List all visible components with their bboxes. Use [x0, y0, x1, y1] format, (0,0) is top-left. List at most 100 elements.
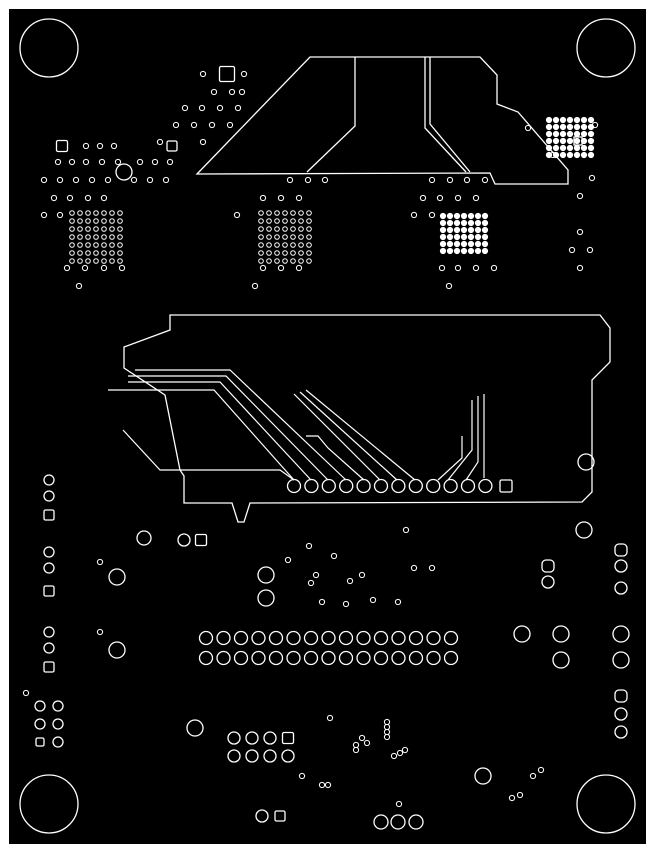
connector-pad: [427, 480, 440, 493]
via: [307, 211, 312, 216]
via-array: [468, 248, 473, 253]
via: [94, 251, 99, 256]
via: [163, 177, 168, 182]
via: [347, 578, 352, 583]
via-array: [553, 124, 558, 129]
via: [278, 195, 283, 200]
pad: [44, 643, 54, 653]
mounting-hole: [577, 775, 635, 833]
via: [308, 580, 313, 585]
via: [429, 177, 434, 182]
via-array: [588, 131, 593, 136]
via: [105, 177, 110, 182]
via: [291, 235, 296, 240]
pad: [44, 627, 54, 637]
header-pin: [235, 652, 248, 665]
header-pin: [287, 632, 300, 645]
via-array: [447, 220, 452, 225]
via-array: [440, 220, 445, 225]
via: [260, 195, 265, 200]
traces: [108, 370, 484, 480]
via-array: [454, 241, 459, 246]
via: [313, 572, 318, 577]
via: [102, 227, 107, 232]
pad: [391, 815, 405, 829]
via: [83, 143, 88, 148]
pad: [615, 708, 627, 720]
via: [57, 212, 62, 217]
via: [299, 211, 304, 216]
via: [395, 599, 400, 604]
pad: [137, 531, 151, 545]
pad: [44, 547, 54, 557]
via: [110, 243, 115, 248]
via: [364, 740, 369, 745]
via: [275, 227, 280, 232]
via: [275, 259, 280, 264]
via-array: [475, 241, 480, 246]
header-pin: [305, 632, 318, 645]
via: [94, 227, 99, 232]
pad: [53, 719, 63, 729]
via-array: [454, 213, 459, 218]
via: [283, 219, 288, 224]
via: [67, 195, 72, 200]
via: [299, 243, 304, 248]
pad: [35, 719, 45, 729]
via: [403, 527, 408, 532]
via: [115, 159, 120, 164]
via: [76, 283, 81, 288]
via: [110, 211, 115, 216]
via: [260, 265, 265, 270]
via: [473, 195, 478, 200]
via: [70, 219, 75, 224]
via: [252, 283, 257, 288]
square-pad: [36, 738, 44, 746]
via-array: [482, 234, 487, 239]
via-array: [546, 124, 551, 129]
pad: [542, 576, 554, 588]
top-pour-split-right-2: [430, 57, 470, 172]
via: [299, 773, 304, 778]
via: [319, 599, 324, 604]
via-array: [475, 213, 480, 218]
via-array: [475, 234, 480, 239]
via: [94, 235, 99, 240]
via: [78, 235, 83, 240]
via: [267, 211, 272, 216]
via: [439, 265, 444, 270]
pad: [35, 701, 45, 711]
via: [267, 235, 272, 240]
via: [296, 195, 301, 200]
copper-pours: [124, 57, 610, 522]
via-array: [461, 213, 466, 218]
via: [291, 227, 296, 232]
via-array: [581, 117, 586, 122]
via: [391, 753, 396, 758]
via: [370, 597, 375, 602]
via: [359, 735, 364, 740]
connector-pad: [392, 480, 405, 493]
header-pin: [445, 652, 458, 665]
header-pin: [270, 652, 283, 665]
via: [101, 195, 106, 200]
via: [69, 159, 74, 164]
mounting-holes: [20, 19, 635, 833]
header-pin: [217, 632, 230, 645]
header-pin: [375, 652, 388, 665]
via: [94, 259, 99, 264]
via-array: [553, 131, 558, 136]
square-pad: [500, 480, 512, 492]
via: [73, 177, 78, 182]
square-pad: [196, 535, 207, 546]
via: [307, 243, 312, 248]
via: [94, 243, 99, 248]
via-array: [546, 138, 551, 143]
via: [235, 105, 240, 110]
via-array: [567, 152, 572, 157]
via: [101, 265, 106, 270]
pads: [35, 67, 629, 830]
square-pad: [57, 141, 68, 152]
pad: [53, 701, 63, 711]
